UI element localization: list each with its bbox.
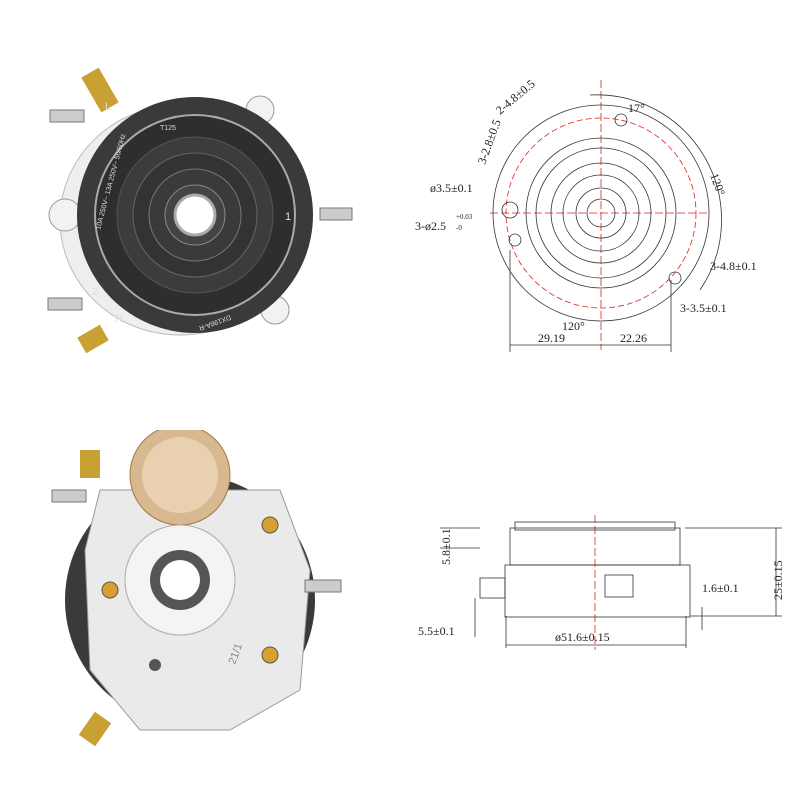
dim-blade-a: 2-4.8±0.5 <box>493 77 538 118</box>
dim-foot: 5.5±0.1 <box>418 624 455 638</box>
product-bottom-view: 21/1 <box>30 424 370 770</box>
terminal-label-l: L <box>105 101 111 113</box>
side-view-drawing: 5.8±0.1 25±0.15 1.6±0.1 5.5±0.1 ø51.6±0.… <box>410 500 790 660</box>
dim-hole-c: 3-3.5±0.1 <box>680 301 727 315</box>
dim-top-height: 5.8±0.1 <box>439 528 453 565</box>
top-view-drawing: ø3.5±0.1 3-ø2.5 +0.03 -0 2-4.8±0.5 3-2.8… <box>410 70 790 360</box>
terminal-label-2: 2 <box>92 286 98 298</box>
dim-slot: 3-4.8±0.1 <box>710 259 757 273</box>
dim-blade-b: 3-2.8±0.5 <box>475 117 504 166</box>
temp-text: T125 <box>160 125 176 132</box>
dim-hole-b: 3-ø2.5 <box>415 219 446 233</box>
dim-angle-bottom: 120° <box>562 319 585 333</box>
dim-hole-a: ø3.5±0.1 <box>430 181 473 195</box>
dim-total-height: 25±0.15 <box>771 560 785 600</box>
dim-width-right: 22.26 <box>620 331 647 345</box>
dim-hole-b-tol-low: -0 <box>456 224 462 232</box>
dim-step: 1.6±0.1 <box>702 581 739 595</box>
product-top-view: 10A 250V~ 13A 250V~ 50/60Hz T125 1 2 N L… <box>30 50 370 380</box>
terminal-label-n: N <box>115 313 123 325</box>
dim-width-left: 29.19 <box>538 331 565 345</box>
dim-angle-right: 120° <box>707 171 728 197</box>
terminal-label-1: 1 <box>285 211 291 223</box>
dim-hole-b-tol: +0.03 <box>456 213 473 221</box>
dim-diameter: ø51.6±0.15 <box>555 630 610 644</box>
dim-angle-small: 17° <box>628 101 645 115</box>
